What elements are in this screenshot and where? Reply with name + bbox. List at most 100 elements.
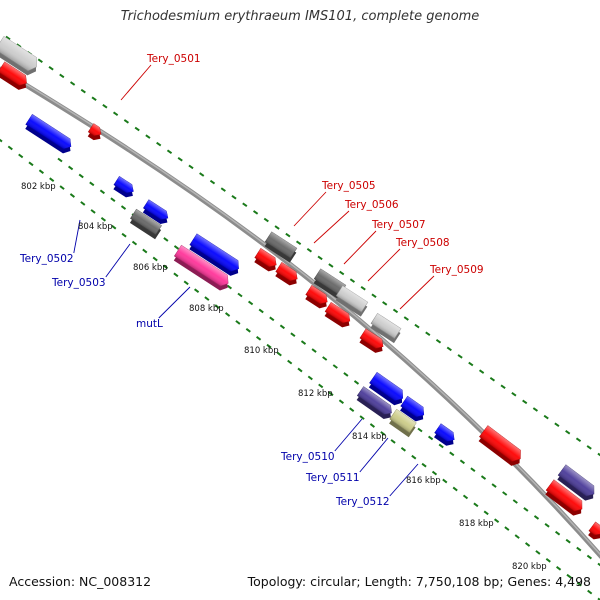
tick-dot	[163, 237, 169, 242]
tick-dot	[371, 293, 377, 299]
tick-dots-layer	[0, 35, 600, 600]
tick-dot	[269, 316, 275, 322]
tick-dot	[204, 296, 210, 301]
gene-feature	[557, 464, 595, 501]
tick-dot	[504, 526, 510, 531]
gene-feature	[142, 199, 169, 224]
tick-dot	[311, 348, 317, 353]
tick-dot	[266, 343, 272, 349]
tick-dot	[417, 427, 423, 433]
tick-dot	[318, 383, 324, 389]
tick-dot	[214, 304, 220, 309]
tick-dot	[188, 164, 194, 170]
tick-dot	[49, 177, 55, 183]
tick-dot	[297, 367, 303, 373]
tick-dot	[156, 141, 162, 147]
tick-dot	[57, 157, 63, 163]
tick-dot	[123, 119, 130, 124]
tick-dot	[328, 391, 334, 397]
tick-dot	[545, 557, 551, 563]
tick-dot	[5, 35, 11, 41]
tick-dot	[162, 264, 169, 270]
tick-dot	[491, 483, 497, 488]
gene-label: Tery_0502	[19, 253, 74, 265]
tick-dot	[121, 232, 127, 238]
tick-dot	[533, 515, 540, 520]
tick-dot	[152, 256, 158, 262]
tick-dot	[307, 375, 313, 381]
tick-dot	[459, 459, 465, 465]
tick-dot	[369, 423, 375, 428]
tick-dot	[59, 185, 65, 190]
tick-dot	[300, 340, 307, 345]
tick-dot	[173, 272, 179, 278]
gene-leader-line	[293, 191, 327, 227]
tick-dot	[500, 384, 506, 390]
tick-dot	[252, 210, 259, 215]
tick-dot	[166, 149, 173, 154]
gene-leader-line	[389, 463, 419, 497]
tick-dot	[173, 245, 180, 250]
tick-dot	[565, 538, 571, 544]
tick-dot	[69, 81, 76, 86]
gene-leader-line	[359, 437, 389, 473]
gene-feature	[359, 328, 384, 353]
tick-dot	[380, 431, 386, 436]
gene-feature	[324, 301, 351, 328]
tick-dot	[91, 96, 97, 101]
tick-dot	[431, 470, 438, 476]
gene-label: Tery_0509	[429, 264, 484, 276]
tick-dot	[78, 173, 84, 179]
tick-dot	[587, 589, 593, 595]
gene-feature	[189, 233, 239, 276]
tick-dot	[285, 232, 291, 238]
tick-label: 814 kbp	[352, 432, 387, 442]
tick-dot	[449, 451, 455, 457]
tick-label: 816 kbp	[406, 476, 441, 486]
tick-dot	[220, 187, 226, 192]
tick-label: 806 kbp	[133, 263, 168, 273]
tick-dot	[597, 562, 600, 568]
tick-dot	[279, 324, 285, 330]
gene-label: Tery_0503	[51, 277, 106, 289]
gene-leader-line	[399, 275, 435, 310]
accession-text: Accession: NC_008312	[9, 574, 152, 589]
tick-dot	[226, 284, 232, 290]
tick-dot	[452, 486, 458, 492]
tick-dot	[586, 554, 592, 560]
tick-dot	[414, 323, 420, 329]
tick-dot	[322, 356, 328, 361]
tick-dot	[258, 308, 264, 314]
tick-dot	[112, 111, 119, 117]
tick-dot	[435, 339, 442, 344]
tick-dot	[248, 300, 254, 306]
tick-dot	[446, 346, 452, 352]
tick-dot	[295, 240, 302, 245]
tick-dot	[242, 202, 248, 208]
tick-dot	[597, 452, 600, 458]
gene-feature	[254, 248, 277, 272]
tick-dot	[360, 285, 366, 291]
tick-dot	[428, 435, 434, 441]
gene-label: Tery_0510	[280, 451, 335, 463]
tick-dot	[359, 415, 365, 420]
tick-dot	[290, 332, 296, 338]
gene-feature	[356, 386, 392, 419]
tick-dot	[400, 446, 406, 452]
tick-dot	[514, 534, 520, 539]
tick-dot	[392, 308, 399, 314]
gene-label: Tery_0508	[395, 237, 450, 249]
tick-dot	[38, 169, 44, 175]
gene-feature	[173, 244, 229, 291]
gene-leader-line	[367, 248, 401, 282]
tick-dot	[425, 331, 431, 336]
tick-dot	[411, 454, 417, 460]
tick-dot	[194, 288, 200, 294]
tick-dot	[390, 439, 396, 444]
tick-dot	[110, 197, 116, 203]
tick-dot	[145, 134, 151, 139]
tick-dot	[438, 443, 444, 449]
genome-title: Trichodesmium erythraeum IMS101, complet…	[120, 9, 480, 24]
